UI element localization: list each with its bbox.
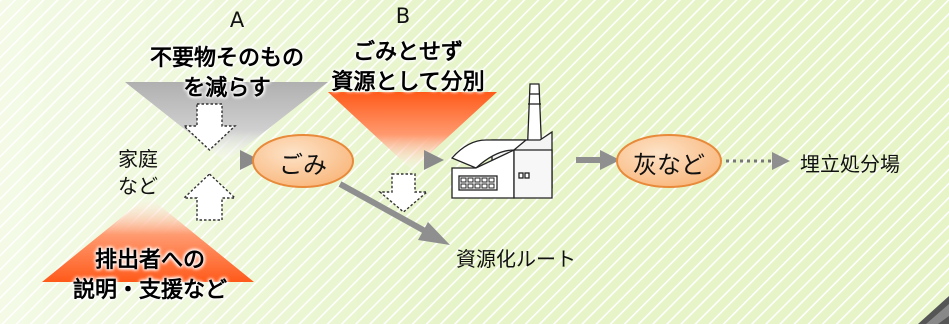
discharger-line1: 排出者への — [94, 248, 205, 273]
household-line1: 家庭 — [118, 147, 158, 171]
incineration-plant-icon — [450, 83, 553, 199]
funnel-a — [125, 82, 328, 162]
recycle-route-label: 資源化ルート — [456, 247, 576, 271]
page-curl-shade — [926, 304, 949, 324]
arrowhead-ash — [600, 150, 620, 170]
ash-circle — [616, 134, 722, 188]
garbage-circle — [252, 134, 354, 188]
arrowhead-household — [240, 150, 260, 170]
b-text-line2: 資源として分別 — [331, 70, 485, 95]
outlined-up-arrow-icon — [182, 173, 237, 221]
a-text-line1: 不要物そのもの — [149, 46, 304, 71]
outlined-down-arrow-icon-2 — [378, 173, 429, 213]
option-a-label: A — [229, 8, 245, 32]
discharger-triangle — [42, 196, 254, 282]
garbage-label: ごみ — [279, 151, 327, 179]
ash-label: 灰など — [633, 151, 705, 179]
arrowhead-landfill — [772, 152, 790, 170]
household-line2: など — [118, 174, 158, 198]
landfill-label: 埋立処分場 — [800, 152, 900, 176]
discharger-line2: 説明・支援など — [72, 278, 227, 303]
arrowhead-recycle — [418, 222, 450, 245]
arrow-to-recycle-route — [338, 181, 436, 239]
outlined-down-arrow-icon — [182, 103, 237, 151]
option-b-label: B — [395, 4, 411, 28]
funnel-b — [328, 92, 497, 170]
a-text-line2: を減らす — [183, 76, 271, 101]
arrowhead-plant — [424, 150, 444, 170]
b-text-line1: ごみとせず — [352, 40, 463, 65]
